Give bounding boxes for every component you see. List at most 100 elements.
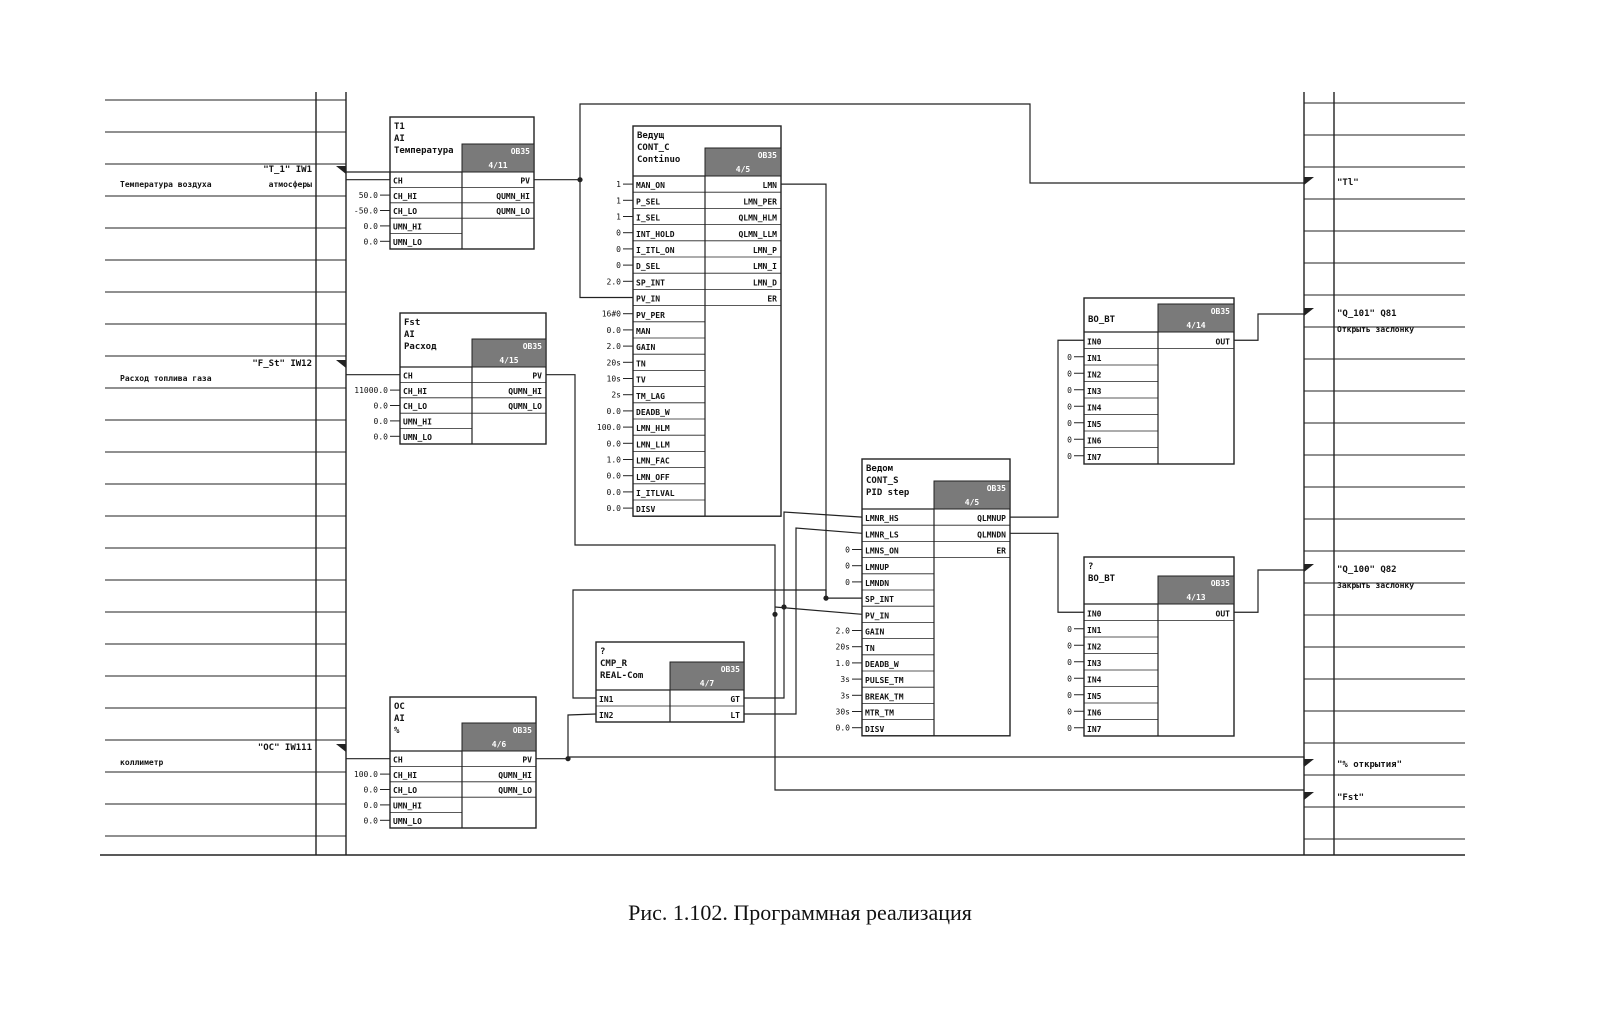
block-ob-label: OB35 <box>523 342 542 351</box>
input-pin-name: CH <box>393 755 403 764</box>
sheet-connector-arrow <box>336 360 346 368</box>
sheet-connector-arrow <box>1304 564 1314 572</box>
output-pin-name: GT <box>730 695 740 704</box>
wire <box>567 713 597 759</box>
input-pin-value: 2.0 <box>607 342 622 351</box>
input-pin-name: CH <box>393 176 403 185</box>
input-pin-value: 10s <box>607 375 622 384</box>
left-signal-tag: "OC" IW111 <box>258 743 312 753</box>
output-pin-name: ER <box>996 547 1006 556</box>
input-pin-value: -50.0 <box>354 207 378 216</box>
input-pin-name: IN1 <box>599 695 614 704</box>
block-run-sequence-box <box>461 722 537 752</box>
input-pin-value: 0 <box>1067 658 1072 667</box>
left-signal-description: Температура воздуха <box>120 180 212 189</box>
input-pin-name: IN5 <box>1087 420 1102 429</box>
input-pin-name: I_SEL <box>636 214 660 223</box>
input-pin-value: 0 <box>1067 369 1072 378</box>
block-header-text: Ведущ <box>637 131 665 141</box>
input-pin-name: IN2 <box>1087 643 1102 652</box>
input-pin-name: P_SEL <box>636 197 660 206</box>
input-pin-name: SP_INT <box>865 595 894 604</box>
block-header-text: Ведом <box>866 464 894 474</box>
wire <box>744 527 863 715</box>
block-header-text: Fst <box>404 318 420 328</box>
sheet-connector-arrow <box>336 166 346 174</box>
input-pin-value: 0 <box>616 229 621 238</box>
block-header-text: T1 <box>394 122 405 132</box>
output-pin-name: LMN_PER <box>743 197 777 206</box>
input-pin-value: 0 <box>1067 452 1072 461</box>
output-pin-name: QLMNDN <box>977 530 1006 539</box>
input-pin-name: MAN_ON <box>636 181 665 190</box>
wire <box>1234 313 1304 341</box>
input-pin-name: PV_IN <box>865 611 889 620</box>
input-pin-value: 0.0 <box>364 801 379 810</box>
input-pin-value: 0.0 <box>364 816 379 825</box>
input-pin-name: UMN_LO <box>393 238 422 247</box>
input-pin-value: 0.0 <box>607 407 622 416</box>
block-header-text: Расход <box>404 342 437 352</box>
output-pin-name: LMN_D <box>753 278 777 287</box>
junction-dot <box>781 604 787 610</box>
input-pin-name: IN3 <box>1087 659 1102 668</box>
input-pin-value: 16#0 <box>602 310 621 319</box>
block-run-sequence-box <box>933 480 1011 510</box>
input-pin-name: DISV <box>865 725 884 734</box>
block-number-label: 4/5 <box>965 498 980 507</box>
block-header-text: BO_BT <box>1088 574 1116 584</box>
input-pin-name: IN6 <box>1087 437 1102 446</box>
input-pin-value: 0.0 <box>607 504 622 513</box>
wire <box>744 511 863 699</box>
block-header-text: AI <box>394 714 405 724</box>
input-pin-value: 3s <box>840 691 850 700</box>
input-pin-value: 0.0 <box>607 488 622 497</box>
input-pin-value: 0 <box>1067 435 1072 444</box>
sheet-connector-arrow <box>1304 177 1314 185</box>
input-pin-name: BREAK_TM <box>865 692 904 701</box>
input-pin-name: PV_IN <box>636 295 660 304</box>
input-pin-value: 0 <box>1067 353 1072 362</box>
output-pin-name: LT <box>730 711 740 720</box>
block-run-sequence-box <box>471 338 547 368</box>
input-pin-value: 0 <box>845 562 850 571</box>
input-pin-value: 30s <box>836 708 851 717</box>
output-pin-name: OUT <box>1216 610 1231 619</box>
output-pin-name: QUMN_HI <box>498 771 532 780</box>
input-pin-value: 0 <box>1067 386 1072 395</box>
right-signal-tag: "Q_101" Q81 <box>1337 309 1397 319</box>
input-pin-value: 0 <box>1067 707 1072 716</box>
input-pin-name: UMN_LO <box>393 817 422 826</box>
input-pin-name: LMN_LLM <box>636 440 670 449</box>
input-pin-name: IN1 <box>1087 354 1102 363</box>
input-pin-value: 0 <box>616 261 621 270</box>
wire <box>579 103 1304 184</box>
input-pin-value: 50.0 <box>359 191 378 200</box>
input-pin-name: IN7 <box>1087 453 1102 462</box>
wire <box>572 589 827 699</box>
input-pin-name: IN2 <box>1087 371 1102 380</box>
junction-dot <box>772 611 778 617</box>
input-pin-name: INT_HOLD <box>636 230 675 239</box>
input-pin-name: IN6 <box>1087 709 1102 718</box>
input-pin-value: 3s <box>840 675 850 684</box>
block-run-sequence-box <box>669 661 745 691</box>
wire <box>774 606 863 615</box>
block-header-text: ? <box>600 647 605 657</box>
input-pin-value: 1.0 <box>607 456 622 465</box>
input-pin-name: CH_HI <box>403 387 427 396</box>
output-pin-name: ER <box>767 295 777 304</box>
input-pin-value: 0 <box>1067 674 1072 683</box>
block-header-text: AI <box>394 134 405 144</box>
block-ob-label: OB35 <box>987 484 1006 493</box>
input-pin-name: GAIN <box>636 343 655 352</box>
output-pin-name: QLMN_HLM <box>738 214 777 223</box>
block-header-text: AI <box>404 330 415 340</box>
left-signal-tag: "F_St" IW12 <box>252 359 312 369</box>
input-pin-name: CH_LO <box>393 207 417 216</box>
function-block <box>389 696 537 829</box>
input-pin-name: I_ITLVAL <box>636 489 675 498</box>
input-pin-value: 0 <box>1067 419 1072 428</box>
block-header-text: % <box>394 726 400 736</box>
